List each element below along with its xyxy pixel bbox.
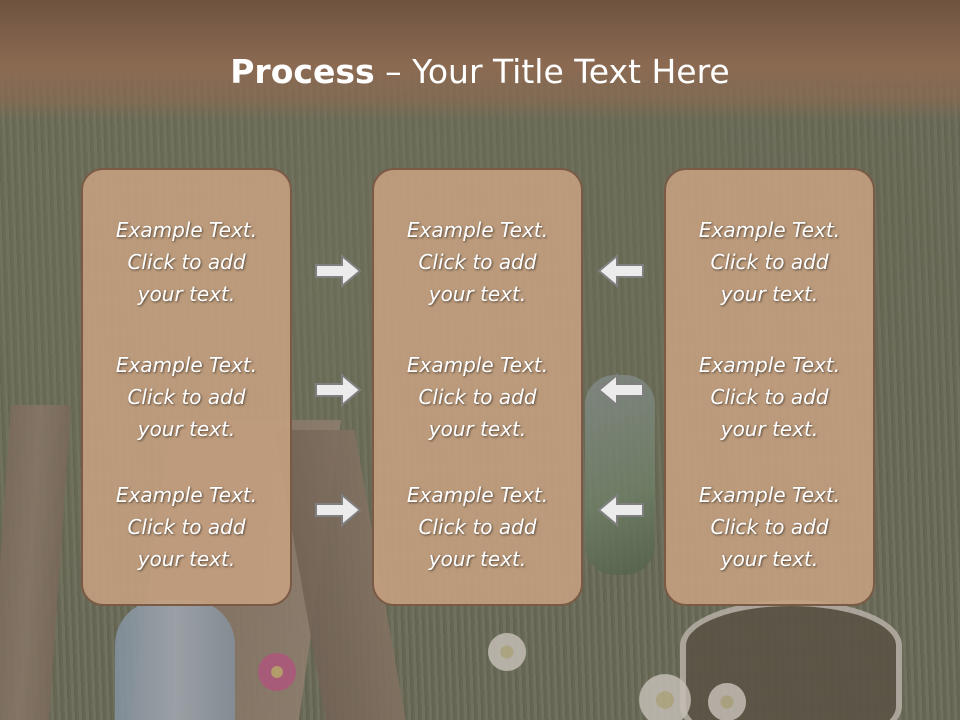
- flower: [255, 650, 299, 694]
- arrow-left-icon[interactable]: [597, 372, 645, 408]
- text-placeholder[interactable]: Example Text. Click to add your text.: [698, 353, 841, 441]
- flower: [485, 630, 529, 674]
- text-placeholder[interactable]: Example Text. Click to add your text.: [115, 353, 258, 441]
- watering-can: [115, 600, 235, 720]
- arrow-right-icon[interactable]: [314, 492, 362, 528]
- title-bar: Process – Your Title Text Here: [0, 0, 960, 120]
- text-placeholder[interactable]: Example Text. Click to add your text.: [406, 353, 549, 441]
- slide-title[interactable]: Process – Your Title Text Here: [0, 52, 960, 91]
- process-box-1[interactable]: Example Text. Click to add your text. Ex…: [81, 168, 292, 606]
- title-bold: Process: [230, 52, 375, 91]
- text-placeholder[interactable]: Example Text. Click to add your text.: [115, 218, 258, 306]
- process-box-3[interactable]: Example Text. Click to add your text. Ex…: [664, 168, 875, 606]
- arrow-right-icon[interactable]: [314, 372, 362, 408]
- text-placeholder[interactable]: Example Text. Click to add your text.: [115, 483, 258, 571]
- text-placeholder[interactable]: Example Text. Click to add your text.: [698, 218, 841, 306]
- process-box-2[interactable]: Example Text. Click to add your text. Ex…: [372, 168, 583, 606]
- arrow-left-icon[interactable]: [597, 253, 645, 289]
- text-placeholder[interactable]: Example Text. Click to add your text.: [406, 483, 549, 571]
- text-placeholder[interactable]: Example Text. Click to add your text.: [406, 218, 549, 306]
- flower: [635, 670, 695, 720]
- title-rest: – Your Title Text Here: [374, 52, 730, 91]
- text-placeholder[interactable]: Example Text. Click to add your text.: [698, 483, 841, 571]
- arrow-left-icon[interactable]: [597, 492, 645, 528]
- garden-glove: [585, 375, 655, 575]
- flower: [705, 680, 749, 720]
- arrow-right-icon[interactable]: [314, 253, 362, 289]
